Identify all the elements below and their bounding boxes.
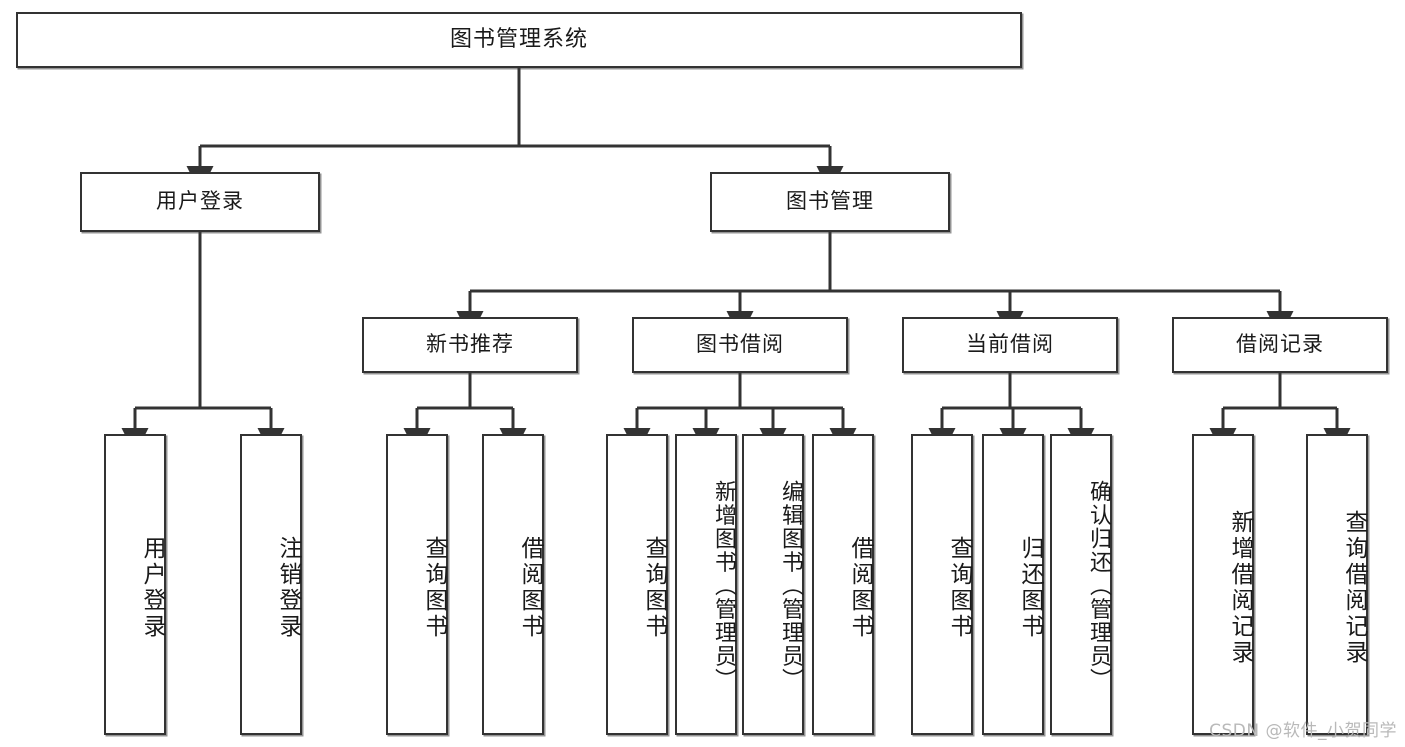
node-label: 图书借阅 (696, 332, 784, 357)
node-book-borrow[interactable]: 图书借阅 (632, 317, 848, 373)
node-leaf-query-book-1[interactable]: 查询图书 (386, 434, 448, 735)
node-label: 借阅记录 (1236, 332, 1324, 357)
node-leaf-add-book[interactable]: 新增图书（管理员） (675, 434, 737, 735)
node-leaf-edit-book[interactable]: 编辑图书（管理员） (742, 434, 804, 735)
node-label: 新增借阅记录 (1227, 509, 1253, 666)
node-leaf-return-book[interactable]: 归还图书 (982, 434, 1044, 735)
node-leaf-user-login[interactable]: 用户登录 (104, 434, 166, 735)
node-label: 用户登录 (156, 189, 244, 214)
node-label: 图书管理系统 (449, 26, 588, 52)
node-label: 新增图书（管理员） (711, 479, 736, 692)
node-label: 查询图书 (421, 535, 447, 640)
node-book-manage[interactable]: 图书管理 (710, 172, 950, 232)
node-label: 查询图书 (641, 535, 667, 640)
node-leaf-borrow-book-2[interactable]: 借阅图书 (812, 434, 874, 735)
node-current-borrow[interactable]: 当前借阅 (902, 317, 1118, 373)
node-leaf-query-book-2[interactable]: 查询图书 (606, 434, 668, 735)
node-label: 新书推荐 (426, 332, 514, 357)
node-label: 确认归还（管理员） (1086, 479, 1111, 692)
node-leaf-add-record[interactable]: 新增借阅记录 (1192, 434, 1254, 735)
node-label: 图书管理 (786, 189, 874, 214)
node-label: 借阅图书 (847, 535, 873, 640)
node-label: 注销登录 (275, 535, 301, 640)
node-label: 查询图书 (946, 535, 972, 640)
node-leaf-query-book-3[interactable]: 查询图书 (911, 434, 973, 735)
node-borrow-record[interactable]: 借阅记录 (1172, 317, 1388, 373)
node-label: 归还图书 (1017, 535, 1043, 640)
node-leaf-confirm-ret[interactable]: 确认归还（管理员） (1050, 434, 1112, 735)
node-label: 用户登录 (139, 535, 165, 640)
node-leaf-logout[interactable]: 注销登录 (240, 434, 302, 735)
node-label: 借阅图书 (517, 535, 543, 640)
node-new-book-rec[interactable]: 新书推荐 (362, 317, 578, 373)
node-root[interactable]: 图书管理系统 (16, 12, 1022, 68)
node-label: 当前借阅 (966, 332, 1054, 357)
node-label: 查询借阅记录 (1341, 509, 1367, 666)
csdn-watermark: CSDN @软件_小贺同学 (1209, 721, 1397, 741)
node-label: 编辑图书（管理员） (778, 479, 803, 692)
node-leaf-query-record[interactable]: 查询借阅记录 (1306, 434, 1368, 735)
node-user-login[interactable]: 用户登录 (80, 172, 320, 232)
node-leaf-borrow-book-1[interactable]: 借阅图书 (482, 434, 544, 735)
